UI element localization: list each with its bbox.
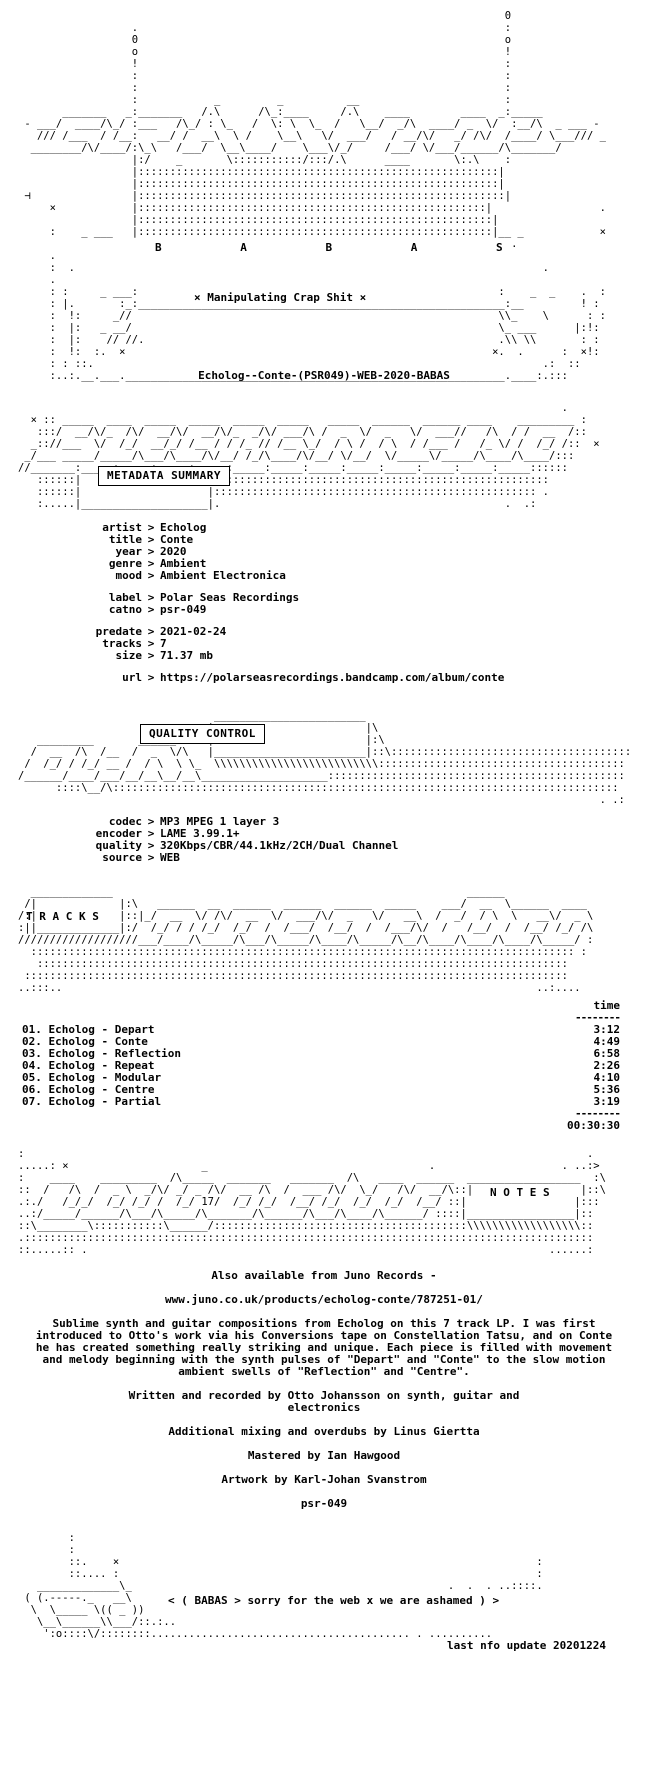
metadata-banner: . × :: _____ ____ _____ _____ _____ ____… [18,402,630,510]
nfo-document: 0 . : 0 o o [18,10,630,1652]
total-rule: -------- [575,1107,621,1120]
time-header: time [593,999,621,1012]
notes-juno-url[interactable]: www.juno.co.uk/products/echolog-conte/78… [165,1293,483,1306]
footer-ascii-art: : : ::. × : ::.... : : _____________\_ [24,1532,543,1640]
notes-banner-art: : . .....: × _ . . ..:> : ____ __ [18,1148,606,1256]
album-url[interactable]: https://polarseasrecordings.bandcamp.com… [160,671,505,684]
meta-row-artist: artist>Echolog [102,521,207,534]
quality-row-encoder: encoder>LAME 3.99.1+ [95,827,240,840]
notes-credits-artwork: Artwork by Karl-Johan Svanstrom [221,1473,427,1486]
metadata-summary-title: METADATA SUMMARY [98,466,230,486]
notes-juno-line: Also available from Juno Records - [211,1269,437,1282]
tracks-title: T R A C K S [26,910,99,923]
notes-credits-mastering: Mastered by Ian Hawgood [247,1449,401,1462]
footer-message: < ( BABAS > sorry for the web x we are a… [168,1594,500,1607]
notes-credits-written: Written and recorded by Otto Johansson o… [128,1389,520,1414]
meta-row-url: url>https://polarseasrecordings.bandcamp… [122,671,505,684]
quality-banner-art: ________________________ | |\ _________ … [18,710,630,806]
quality-row-source: source>WEB [102,851,180,864]
header-ascii-art: 0 . : 0 o o [24,10,606,382]
total-time: 00:30:30 [567,1119,620,1132]
last-update: last nfo update 20201224 [447,1639,606,1652]
metadata-banner-art: . × :: _____ ____ _____ _____ _____ ____… [18,402,600,510]
footer-art-block: : : ::. × : ::.... : : _____________\_ [18,1532,630,1640]
notes-title: N O T E S [490,1186,550,1199]
header-logo: 0 . : 0 o o [18,10,630,382]
meta-row-year: year>2020 [115,545,187,558]
quality-banner: ________________________ | |\ _________ … [18,710,630,806]
meta-row-label: label>Polar Seas Recordings [108,591,300,604]
meta-row-predate: predate>2021-02-24 [95,625,227,638]
notes-catno: psr-049 [300,1497,348,1510]
meta-row-mood: mood>Ambient Electronica [115,569,286,582]
notes-banner: : . .....: × _ . . ..:> : ____ __ [18,1148,630,1256]
meta-row-catno: catno>psr-049 [108,603,207,616]
meta-row-title: title>Conte [108,533,194,546]
notes-description: Sublime synth and guitar compositions fr… [35,1317,613,1378]
meta-row-genre: genre>Ambient [108,557,207,570]
notes-credits-mixing: Additional mixing and overdubs by Linus … [168,1425,480,1438]
quality-list: codec>MP3 MPEG 1 layer 3 encoder>LAME 3.… [58,816,630,864]
meta-row-tracks: tracks>7 [102,637,167,650]
tracks-banner: _____________ ______ /| |:\ ______ __ __… [18,886,630,994]
meta-row-size: size>71.37 mb [115,649,213,662]
quality-row-quality: quality>320Kbps/CBR/44.1kHz/2CH/Dual Cha… [95,839,399,852]
quality-row-codec: codec>MP3 MPEG 1 layer 3 [108,815,280,828]
tracks-banner-art: _____________ ______ /| |:\ ______ __ __… [18,886,594,994]
header-tagline: × Manipulating Crap Shit × [194,291,367,304]
notes-text: Also available from Juno Records - www.j… [18,1270,630,1510]
metadata-list: artist>Echolog title>Conte year>2020 gen… [58,522,630,684]
time-header-rule: -------- [575,1011,621,1024]
quality-control-title: QUALITY CONTROL [140,724,265,744]
group-letters: B A B A S [155,241,539,254]
release-name: Echolog--Conte-(PSR049)-WEB-2020-BABAS [198,369,450,382]
